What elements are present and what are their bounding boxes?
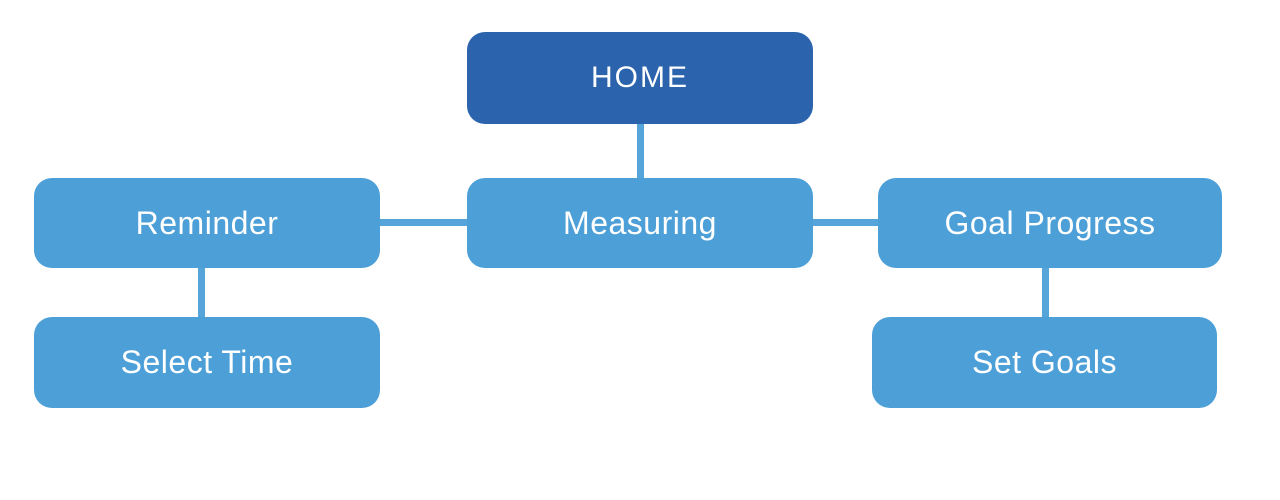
node-set-goals-label: Set Goals	[971, 344, 1117, 380]
node-measuring-label: Measuring	[563, 204, 717, 241]
node-measuring: Measuring	[467, 178, 813, 268]
connector-measuring-goal-progress	[813, 219, 878, 226]
node-home: HOME	[467, 32, 813, 124]
node-set-goals: Set Goals	[872, 317, 1217, 408]
node-home-label: HOME	[591, 61, 689, 94]
connector-goal-progress-set-goals	[1042, 268, 1049, 317]
connector-home-measuring	[637, 124, 644, 178]
node-reminder-label: Reminder	[135, 204, 279, 241]
node-goal-progress: Goal Progress	[878, 178, 1222, 268]
connector-reminder-measuring	[380, 219, 467, 226]
node-goal-progress-label: Goal Progress	[944, 204, 1156, 241]
node-select-time-label: Select Time	[120, 344, 294, 380]
node-select-time: Select Time	[34, 317, 380, 408]
connector-reminder-select-time	[198, 268, 205, 317]
node-reminder: Reminder	[34, 178, 380, 268]
